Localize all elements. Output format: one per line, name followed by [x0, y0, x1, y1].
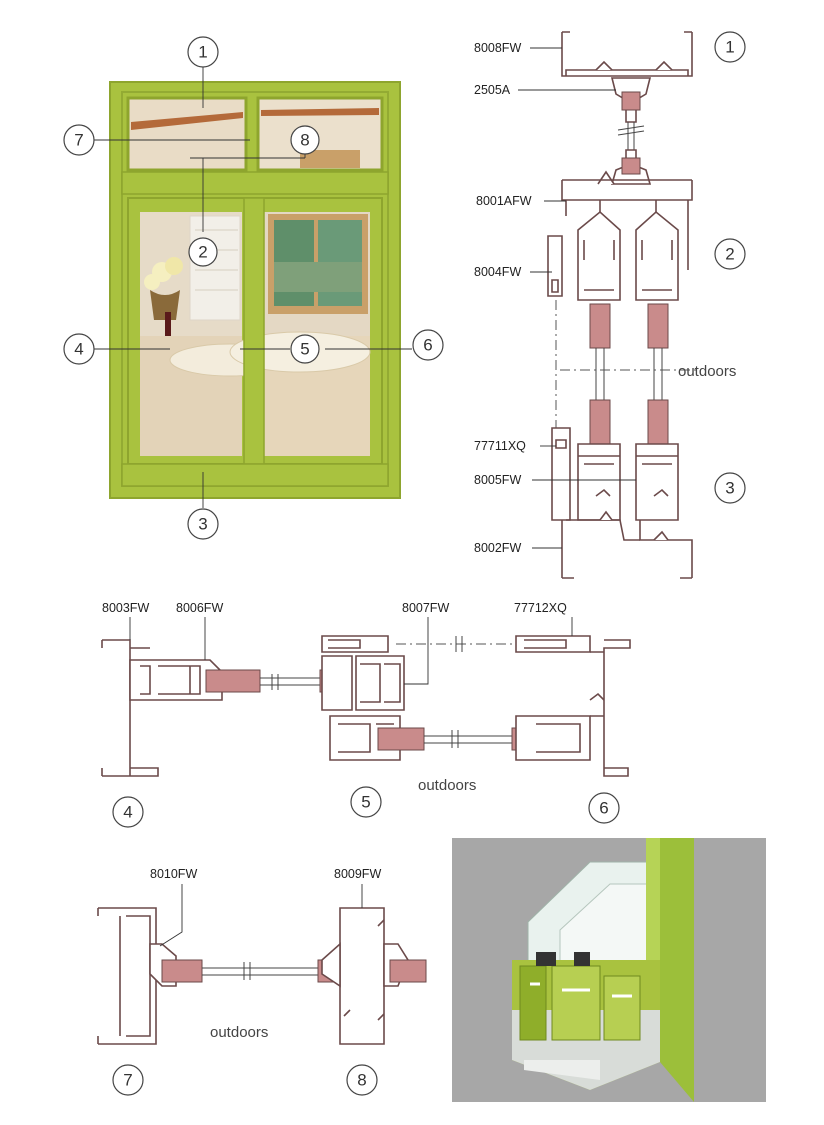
callout-6-number: 6	[423, 336, 432, 355]
transom-section-drawing	[97, 907, 427, 1045]
callout-5-window: 5	[290, 334, 320, 364]
callout-6-section: 6	[588, 792, 620, 824]
horizontal-section-drawing	[101, 635, 631, 777]
callout-8-section: 8	[346, 1064, 378, 1096]
callout-7-section-number: 7	[123, 1071, 132, 1090]
callout-6-section-number: 6	[599, 799, 608, 818]
label-8001afw: 8001AFW	[476, 194, 532, 208]
callout-7-number: 7	[74, 131, 83, 150]
callout-8-window: 8	[290, 125, 320, 155]
callout-5-section-number: 5	[361, 793, 370, 812]
callout-3-section-number: 3	[725, 479, 734, 498]
callout-2-number: 2	[198, 243, 207, 262]
label-8003fw: 8003FW	[102, 601, 149, 615]
callout-1-window: 1	[187, 36, 219, 68]
label-8010fw: 8010FW	[150, 867, 197, 881]
transom-section-labels: 8010FW 8009FW outdoors	[150, 867, 381, 1041]
vertical-section-outdoors: outdoors	[678, 363, 736, 380]
label-77711xq: 77711XQ	[474, 439, 526, 453]
transom-left-pane	[126, 96, 248, 172]
label-8002fw: 8002FW	[474, 541, 521, 555]
callout-5-section: 5	[350, 786, 382, 818]
callout-5-number: 5	[300, 340, 309, 359]
callout-1-section: 1	[714, 31, 746, 63]
horizontal-section-outdoors: outdoors	[418, 777, 476, 794]
label-8007fw: 8007FW	[402, 601, 449, 615]
window-illustration	[109, 81, 401, 499]
callout-3-window: 3	[187, 508, 219, 540]
callout-3-section: 3	[714, 472, 746, 504]
callout-7-section: 7	[112, 1064, 144, 1096]
label-8009fw: 8009FW	[334, 867, 381, 881]
callout-4-number: 4	[74, 340, 83, 359]
callout-1-section-number: 1	[725, 38, 734, 57]
callout-2-section-number: 2	[725, 245, 734, 264]
callout-4-section-number: 4	[123, 803, 132, 822]
callout-4-section: 4	[112, 796, 144, 828]
callout-2-section: 2	[714, 238, 746, 270]
window-callout-leaders	[94, 67, 412, 508]
horizontal-section-labels: 8003FW 8006FW 8007FW 77712XQ outdoors	[102, 601, 573, 794]
callout-4-window: 4	[63, 333, 95, 365]
label-8005fw: 8005FW	[474, 473, 521, 487]
callout-2-window: 2	[188, 237, 218, 267]
label-8008fw: 8008FW	[474, 41, 521, 55]
callout-3-number: 3	[198, 515, 207, 534]
transom-section-outdoors: outdoors	[210, 1024, 268, 1041]
label-2505a: 2505A	[474, 83, 511, 97]
profile-corner-render	[452, 838, 766, 1102]
callout-8-section-number: 8	[357, 1071, 366, 1090]
callout-6-window: 6	[412, 329, 444, 361]
callout-1-number: 1	[198, 43, 207, 62]
vertical-section-labels: 8008FW 2505A 8001AFW 8004FW 77711XQ 8005…	[474, 41, 736, 555]
callout-7-window: 7	[63, 124, 95, 156]
vertical-section-drawing	[547, 31, 700, 579]
label-77712xq: 77712XQ	[514, 601, 567, 615]
label-8006fw: 8006FW	[176, 601, 223, 615]
label-8004fw: 8004FW	[474, 265, 521, 279]
callout-8-number: 8	[300, 131, 309, 150]
